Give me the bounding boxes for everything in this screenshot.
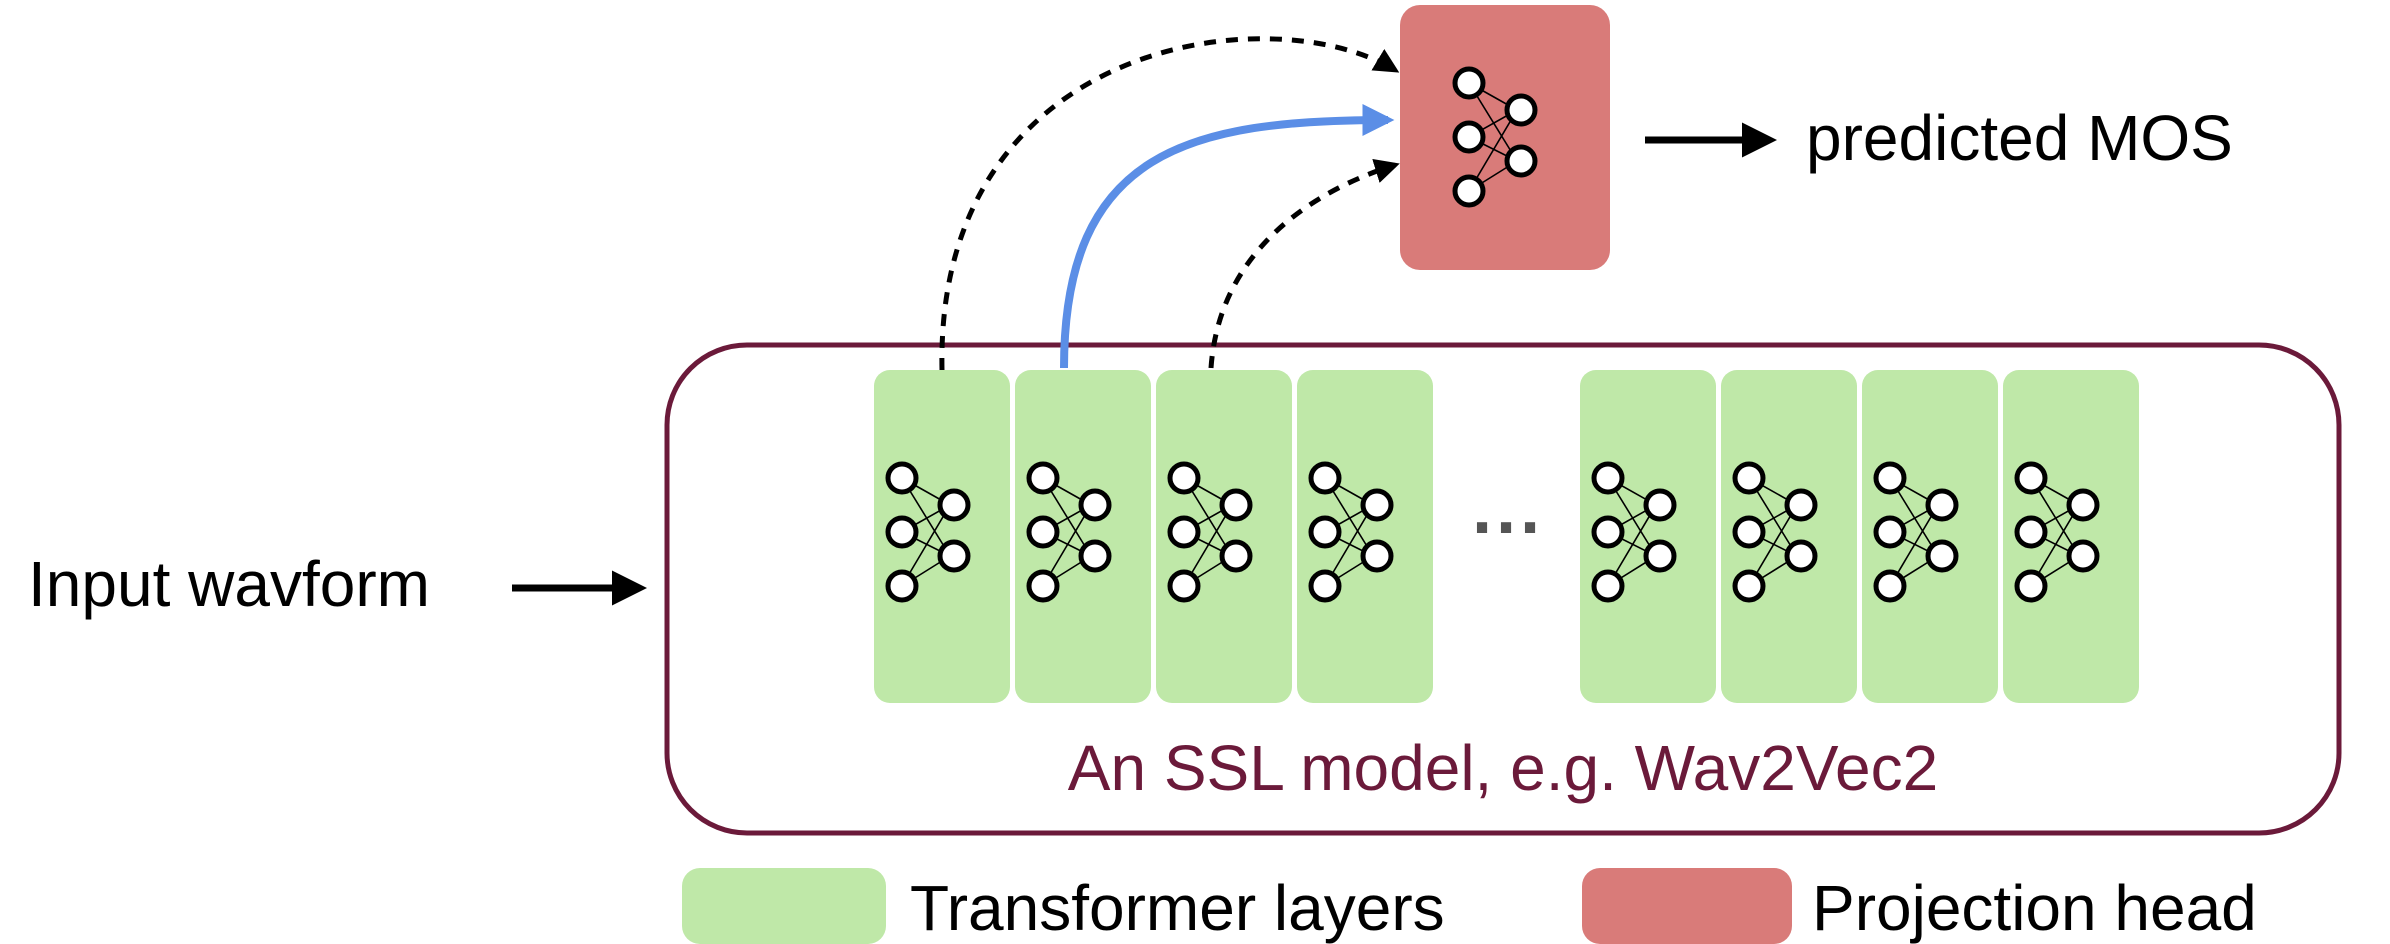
transformer-layer-4 xyxy=(1297,370,1433,703)
ssl-model-container xyxy=(664,342,2342,836)
transformer-layer-3 xyxy=(1156,370,1292,703)
legend-label-projection: Projection head xyxy=(1812,872,2257,944)
transformer-layer-5 xyxy=(1580,370,1716,703)
ellipsis: ··· xyxy=(1472,488,1544,568)
transformer-layer-8 xyxy=(2003,370,2139,703)
legend-label-transformer: Transformer layers xyxy=(910,872,1445,944)
legend: Transformer layers Projection head xyxy=(682,868,2257,944)
transformer-layer-6 xyxy=(1721,370,1857,703)
connection-layer-3-dotted xyxy=(1208,158,1400,369)
legend-swatch-projection xyxy=(1582,868,1792,944)
legend-swatch-transformer xyxy=(682,868,886,944)
input-label: Input wavform xyxy=(28,548,430,620)
transformer-layer-7 xyxy=(1862,370,1998,703)
projection-head xyxy=(1400,5,1610,270)
transformer-layer-1 xyxy=(874,370,1010,703)
output-label: predicted MOS xyxy=(1806,102,2233,174)
transformer-layer-2 xyxy=(1015,370,1151,703)
connection-layer-1-dotted xyxy=(939,36,1400,371)
connection-layer-2-solid xyxy=(1060,104,1395,369)
ssl-model-label: An SSL model, e.g. Wav2Vec2 xyxy=(1068,732,1938,804)
transformer-layers: ··· xyxy=(874,370,2139,703)
